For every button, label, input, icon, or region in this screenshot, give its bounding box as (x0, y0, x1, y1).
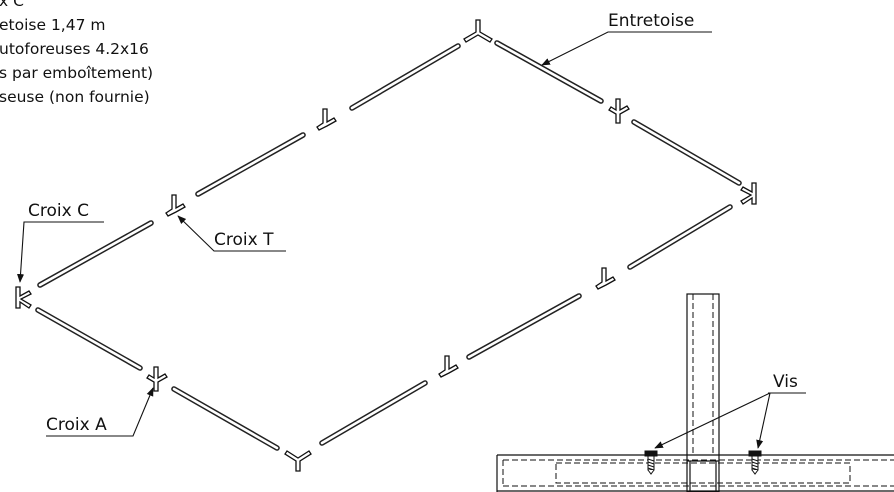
screw-right (748, 450, 762, 475)
label-entretoise: Entretoise (608, 11, 694, 31)
croix-c-bottom (284, 450, 312, 472)
croix-t-right (595, 267, 616, 290)
label-croix-a: Croix A (46, 415, 107, 435)
screw-left (644, 450, 658, 475)
label-vis: Vis (773, 372, 798, 392)
tube-right-2 (466, 293, 582, 360)
tube-left-1 (37, 220, 154, 288)
legend-line-1: x C (0, 0, 24, 10)
tube-bottom-1 (319, 380, 428, 446)
tube-top-right-1 (494, 40, 604, 104)
croix-a-top-right (608, 98, 630, 124)
croix-t-bottom (438, 355, 459, 378)
tube-right-1 (627, 204, 733, 270)
tube-top-right-2 (631, 119, 742, 186)
tube-top-left-1 (195, 132, 306, 197)
croix-c-right (740, 182, 757, 205)
legend-line-4: s par emboîtement) (0, 64, 153, 82)
tube-left-2 (35, 307, 143, 371)
detail-inner-sleeve (555, 462, 851, 484)
detail-view: Vis (496, 293, 894, 492)
detail-vertical-tube (686, 293, 720, 492)
legend-line-5: seuse (non fournie) (0, 88, 150, 106)
croix-a (146, 366, 168, 392)
connectors (15, 19, 757, 472)
croix-c-left (15, 286, 32, 309)
tube-top-left-2 (349, 43, 461, 111)
callouts: Entretoise Croix C Croix T Croix A (17, 11, 712, 437)
spacer-tubes (35, 40, 742, 451)
croix-c-top (463, 19, 493, 43)
legend-line-3: utoforeuses 4.2x16 (0, 40, 149, 58)
tube-left-3 (171, 386, 280, 451)
legend-block: x C etoise 1,47 m utoforeuses 4.2x16 s p… (0, 0, 153, 106)
legend-line-2: etoise 1,47 m (0, 16, 105, 34)
croix-t-top-left (316, 108, 337, 131)
label-croix-t: Croix T (214, 230, 274, 250)
label-croix-c: Croix C (28, 201, 89, 221)
croix-t-labelled (165, 194, 186, 217)
